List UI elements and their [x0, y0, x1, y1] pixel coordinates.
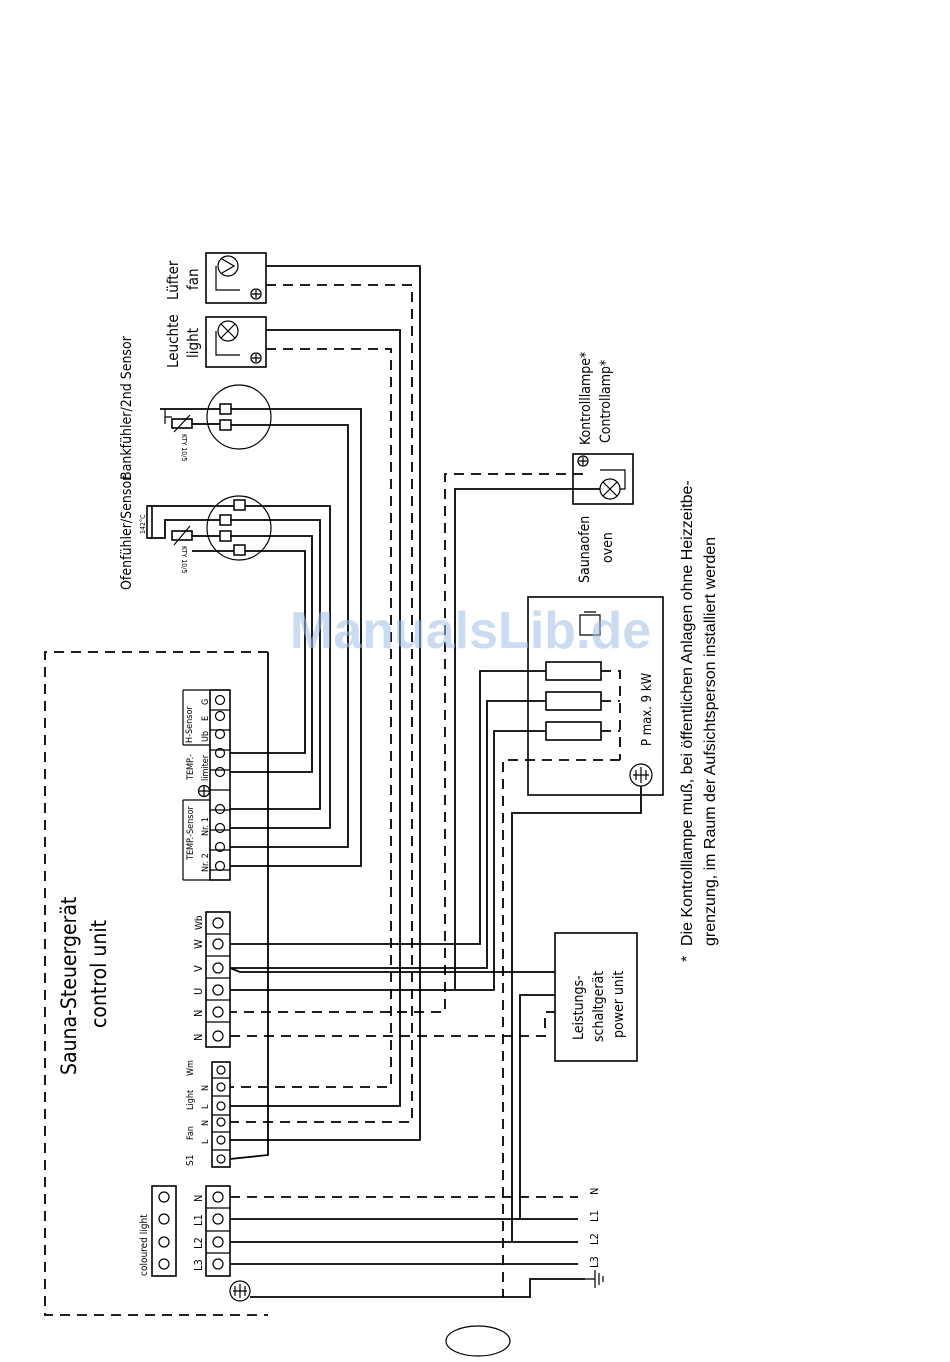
mains-earth-icon [229, 1280, 251, 1302]
page-number-oval [445, 1325, 511, 1357]
fan-n-label: N [201, 1120, 211, 1126]
footnote-line-2: grenzung, im Raum der Aufsichtsperson in… [702, 537, 719, 946]
light-l-label: L [201, 1104, 211, 1109]
control-lamp-label-en: Controllamp* [598, 360, 614, 443]
pin-n2-label: N [192, 1034, 205, 1041]
supply-l1-label: L1 [588, 1210, 601, 1222]
mains-l1-label: L1 [192, 1214, 205, 1226]
fan-l-label: L [201, 1139, 211, 1144]
control-lamp-label-de: Kontrolllampe* [578, 352, 594, 445]
footnote-marker: * [679, 956, 696, 962]
fan-label-de: Lüfter [164, 260, 182, 300]
oven-sensor [146, 495, 272, 561]
fan-label-en: fan [184, 268, 202, 290]
light-terminal-label: Light [186, 1090, 196, 1110]
control-lamp [572, 453, 634, 505]
solid-wires [229, 265, 642, 1298]
pin-ub-label: Ub [201, 731, 211, 742]
control-unit-title-de: Sauna-Steuergerät [57, 897, 81, 1075]
supply-n-label: N [588, 1188, 601, 1195]
power-unit-label-2: schaltgerät [591, 971, 607, 1042]
pin-n1-label: N [192, 1010, 205, 1017]
light-device [205, 316, 267, 368]
s1-label: S1 [185, 1155, 196, 1166]
power-unit-label-1: Leistungs- [571, 975, 587, 1040]
mains-n-label: N [192, 1195, 205, 1202]
light-n-label: N [201, 1085, 211, 1091]
wm-label: Wm [186, 1060, 196, 1076]
coloured-light-label: coloured light [139, 1214, 150, 1276]
earth-terminal-icon [197, 784, 211, 798]
oven-power-label: P max. 9 kW [640, 672, 655, 746]
mains-l2-label: L2 [192, 1237, 205, 1249]
temp-limiter-label: TEMP.- [186, 754, 196, 781]
dashed-wires [230, 284, 620, 1297]
footnote-line-1: Die Kontrolllampe muß, bei öffentlichen … [679, 480, 696, 946]
sensor-terminal-block [182, 689, 231, 881]
pin-v-label: V [192, 965, 205, 972]
fan-terminal-label: Fan [186, 1126, 196, 1140]
mains-l3-label: L3 [192, 1259, 205, 1271]
pin-wb-label: Wb [194, 915, 205, 930]
oven-label-de: Saunaofen [577, 516, 593, 583]
temp-sensor-label: TEMP.-Sensor [186, 806, 196, 861]
temp-limiter-label-2: limiter [201, 754, 211, 781]
light-fan-terminal-block [211, 1061, 231, 1168]
h-sensor-label: H-Sensor [185, 706, 195, 743]
pin-nr2-label: Nr. 2 [201, 853, 211, 872]
light-label-de: Leuchte [164, 314, 182, 368]
coloured-light-block [151, 1185, 177, 1277]
power-unit [554, 932, 638, 1062]
power-unit-label-3: power unit [611, 971, 627, 1038]
oven-label-en: oven [600, 532, 616, 563]
supply-l3-label: L3 [588, 1256, 601, 1268]
light-label-en: light [184, 328, 202, 358]
bench-sensor-type: KTY 10/5 [180, 434, 188, 461]
fan-device [205, 252, 267, 304]
mains-terminal-block [205, 1185, 251, 1302]
pin-w-label: W [192, 939, 205, 949]
output-terminal-block [205, 911, 231, 1048]
supply-l2-label: L2 [588, 1233, 601, 1245]
watermark: ManualsLib.de [290, 602, 651, 660]
control-unit-title-en: control unit [87, 920, 111, 1028]
pin-u-label: U [192, 988, 205, 995]
bench-sensor-label: Bankfühler/2nd Sensor [119, 335, 135, 480]
oven-sensor-label: Ofenfühler/Sensor [119, 475, 135, 590]
control-unit-enclosure [44, 651, 268, 1316]
oven-sensor-limiter: 142°C [139, 514, 147, 534]
pin-nr1-label: Nr. 1 [201, 817, 211, 836]
pin-g-label: G [201, 699, 211, 705]
bench-sensor [160, 384, 272, 450]
pin-e-label: E [201, 716, 211, 721]
supply-earth-icon [585, 1270, 604, 1288]
oven-sensor-type: KTY 10/5 [180, 546, 188, 573]
